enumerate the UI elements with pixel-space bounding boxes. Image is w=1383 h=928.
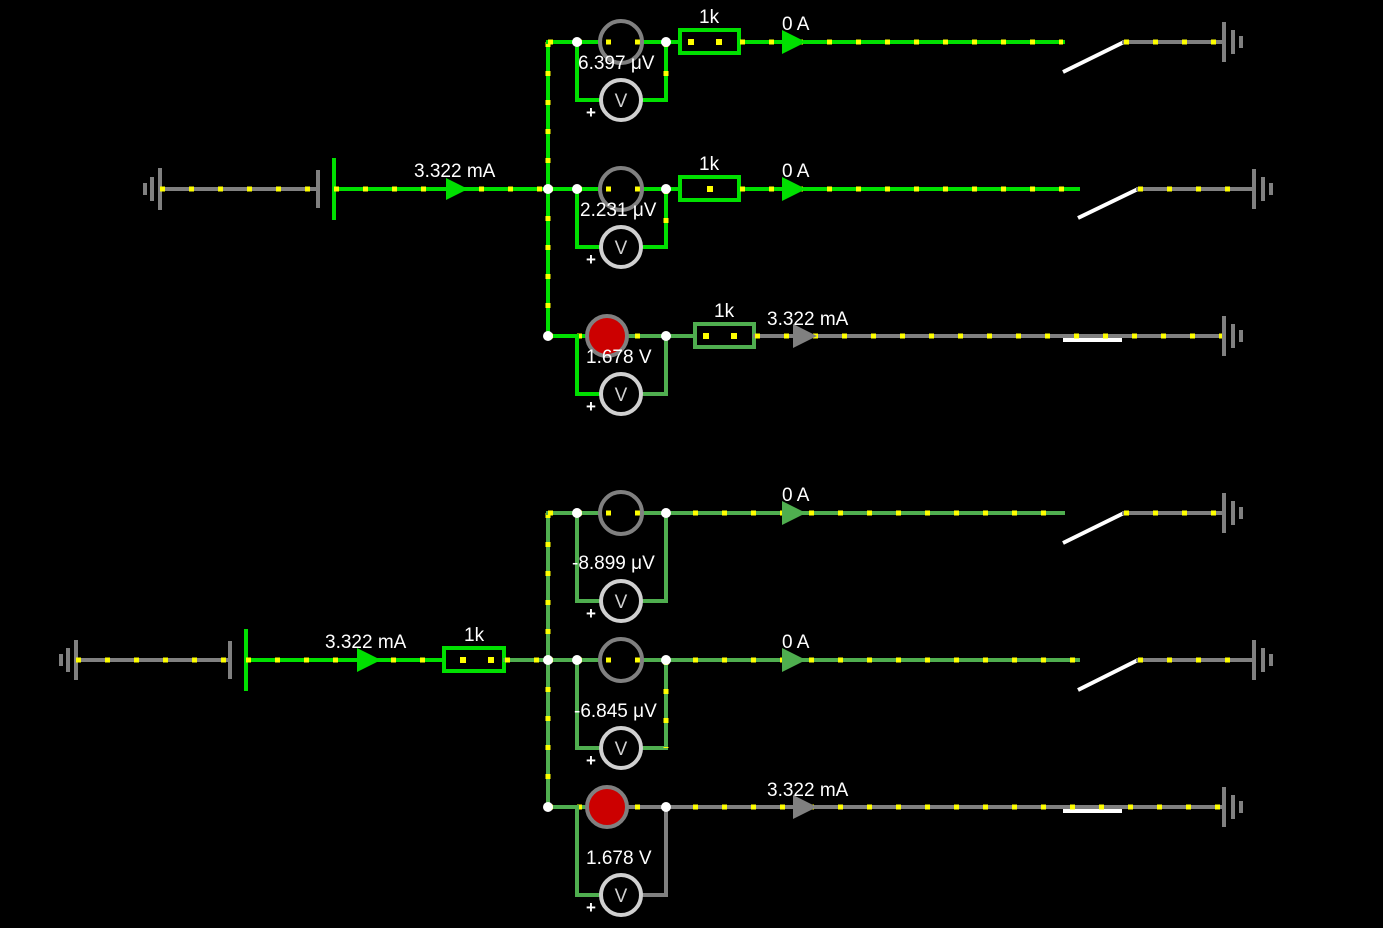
top-branch-1-current-arrow-icon [782,30,806,54]
bottom-branch-1-voltmeter-plus: + [586,604,596,623]
top-branch-3-ground-icon [1222,316,1243,356]
top-battery-icon[interactable] [316,158,336,220]
bottom-branch-2-lamp-off-icon[interactable] [598,637,644,683]
bottom-series-resistor-icon[interactable] [442,646,506,673]
bottom-branch-2-switch-open-icon[interactable] [1077,658,1139,692]
top-branch-2-voltage-label: 2.231 μV [580,200,657,221]
top-branch-3-voltmeter-plus: + [586,397,596,416]
bottom-branch-2-voltmeter-icon[interactable] [599,726,643,770]
top-branch-2-voltmeter-plus: + [586,250,596,269]
top-branch-1-ground-icon [1222,22,1243,62]
bottom-branch-1-lamp-off-icon[interactable] [598,490,644,536]
top-branch-2-resistor-label: 1k [699,154,720,175]
bottom-branch-2-voltmeter-symbol: V [615,739,628,760]
bottom-branch-1: V + -8.899 μV 0 A [546,485,1243,623]
bottom-branch-2: V + -6.845 μV 0 A [543,632,1273,770]
top-branch-1-voltmeter-plus: + [586,103,596,122]
bottom-branch-1-switch-open-icon[interactable] [1062,511,1125,545]
top-branch-1-switch-open-icon[interactable] [1062,40,1125,74]
bottom-branch-1-voltage-label: -8.899 μV [572,553,655,574]
bottom-branch-3: V + 1.678 V 3.322 mA [543,780,1243,917]
bottom-branch-2-ground-icon [1252,640,1273,680]
top-branch-2-voltmeter-icon[interactable] [599,225,643,269]
bottom-branch-1-current-arrow-icon [782,501,806,525]
top-branch-3-lamp-on-icon[interactable] [585,314,629,358]
top-source-current-label: 3.322 mA [414,161,496,182]
bottom-branch-1-ground-icon [1222,493,1243,533]
top-branch-1-resistor-label: 1k [699,7,720,28]
top-branch-3: V + 1.678 V 1k 3.322 mA [543,301,1243,416]
bottom-series-resistor-label: 1k [464,625,485,646]
top-branch-2-switch-open-icon[interactable] [1077,187,1139,220]
bottom-branch-3-voltmeter-symbol: V [615,886,628,907]
top-circuit: 3.322 mA V + 6.397 μV 1k 0 A [143,7,1273,416]
bottom-source-ground-icon [59,640,78,680]
top-branch-1-voltmeter-symbol: V [615,91,628,112]
top-branch-2: V + 2.231 μV 1k 0 A [543,154,1273,269]
bottom-branch-1-current-label: 0 A [782,485,810,506]
bottom-branch-3-lamp-on-icon[interactable] [585,785,629,829]
top-branch-1-voltmeter-icon[interactable] [599,78,643,122]
top-branch-3-current-label: 3.322 mA [767,309,849,330]
bottom-battery-icon[interactable] [228,629,248,691]
bottom-source-current-label: 3.322 mA [325,632,407,653]
top-branch-2-current-arrow-icon [782,177,806,201]
top-branch-2-voltmeter-symbol: V [615,238,628,259]
top-branch-1-lamp-off-icon[interactable] [598,19,644,65]
bottom-branch-2-voltage-label: -6.845 μV [574,701,657,722]
bottom-branch-3-voltmeter-plus: + [586,898,596,917]
bottom-branch-2-voltmeter-plus: + [586,751,596,770]
bottom-branch-2-current-label: 0 A [782,632,810,653]
bottom-branch-1-voltmeter-icon[interactable] [599,579,643,623]
top-branch-3-voltmeter-icon[interactable] [599,372,643,416]
top-branch-2-ground-icon [1252,169,1273,209]
top-branch-3-current-arrow-icon [793,324,817,348]
top-branch-1: V + 6.397 μV 1k 0 A [546,7,1243,122]
top-branch-1-current-label: 0 A [782,14,810,35]
bottom-branch-1-voltmeter-symbol: V [615,592,628,613]
bottom-branch-3-current-arrow-icon [793,795,817,819]
top-source-ground-icon [143,168,162,210]
bottom-source-current-arrow-icon [357,648,381,672]
top-branch-3-voltage-label: 1.678 V [586,347,652,368]
top-branch-3-resistor-label: 1k [714,301,735,322]
bottom-branch-3-voltage-label: 1.678 V [586,848,652,869]
top-source-current-arrow-icon [446,178,468,200]
bottom-branch-2-current-arrow-icon [782,648,806,672]
top-branch-1-voltage-label: 6.397 μV [578,53,655,74]
bottom-branch-3-ground-icon [1222,787,1243,827]
bottom-branch-3-current-label: 3.322 mA [767,780,849,801]
top-branch-2-current-label: 0 A [782,161,810,182]
bottom-circuit: 3.322 mA 1k V + -8.899 μV 0 A [59,485,1273,917]
top-branch-3-voltmeter-symbol: V [615,385,628,406]
bottom-branch-3-voltmeter-icon[interactable] [599,873,643,917]
top-branch-2-lamp-off-icon[interactable] [598,166,644,212]
